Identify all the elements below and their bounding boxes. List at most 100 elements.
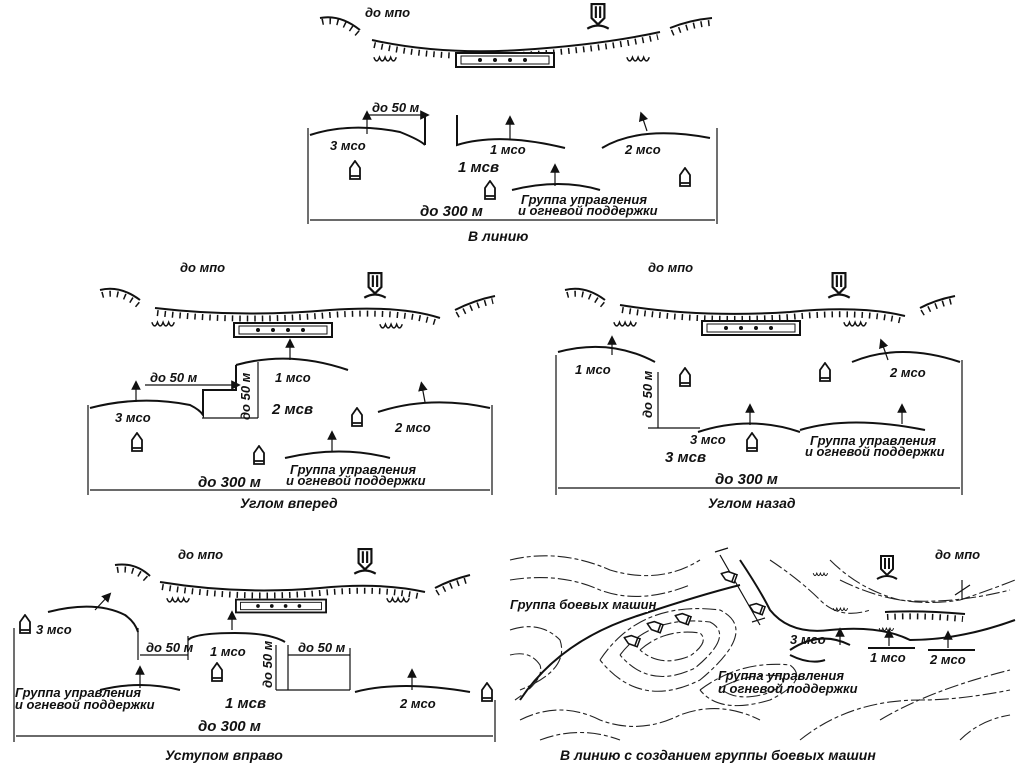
tank-icon	[353, 548, 377, 575]
vehicle-icon	[484, 180, 496, 200]
squad-2-label: 2 мсо	[394, 420, 431, 435]
enemy-label: до мпо	[365, 5, 410, 20]
tank-icon	[876, 555, 898, 580]
wire-obstacle-icon	[832, 607, 849, 612]
vehicle-icon	[351, 407, 363, 427]
width-label: до 300 м	[715, 471, 778, 488]
width-label: до 300 м	[198, 718, 261, 735]
vehicle-icon	[819, 362, 831, 382]
panel-wedge-back: до мпо 1 мсо до 50 м 2 мсо 3 мсо 3 мсв Г…	[555, 260, 963, 511]
enemy-label: до мпо	[180, 260, 225, 275]
vehicle-icon	[211, 662, 223, 682]
group-label-line2: и огневой поддержки	[718, 681, 858, 696]
gap-left-label: до 50 м	[146, 640, 194, 655]
squad-1-label: 1 мсо	[490, 142, 526, 157]
vehicle-icon	[673, 610, 692, 626]
vehicle-icon	[253, 445, 265, 465]
gap-h-label: до 50 м	[150, 370, 198, 385]
tank-icon	[363, 272, 387, 299]
terrain-contours	[509, 555, 1016, 741]
gap-v-label: до 50 м	[640, 370, 655, 418]
platoon-label: 1 мсв	[225, 695, 266, 712]
enemy-position: до мпо	[99, 260, 496, 338]
squad-1-label: 1 мсо	[575, 362, 611, 377]
vehicle-icon	[719, 568, 738, 584]
wire-obstacle-icon	[843, 321, 868, 327]
enemy-strongpoint	[455, 52, 555, 68]
squad-1-label: 1 мсо	[210, 644, 246, 659]
group-label-line2: и огневой поддержки	[15, 697, 155, 712]
aircraft-icon	[954, 580, 971, 600]
tank-icon	[586, 3, 610, 30]
group-label-line1: Группа управления	[718, 668, 844, 683]
enemy-label: до мпо	[648, 260, 693, 275]
group-label-line2: и огневой поддержки	[805, 444, 945, 459]
enemy-label: до мпо	[178, 547, 223, 562]
caption: Углом вперед	[240, 495, 338, 511]
group-label-line1: Группа управления	[290, 462, 416, 477]
caption: Уступом вправо	[165, 747, 283, 763]
squad-3-label: 3 мсо	[115, 410, 151, 425]
squad-2-label: 2 мсо	[889, 365, 926, 380]
group-label-line2: и огневой поддержки	[518, 203, 658, 218]
vehicle-icon	[746, 432, 758, 452]
wire-obstacle-icon	[166, 597, 191, 603]
platoon-label: 1 мсв	[458, 159, 499, 176]
wire-obstacle-icon	[379, 323, 404, 329]
group-label-line1: Группа управления	[15, 685, 141, 700]
enemy-position: до мпо	[564, 260, 956, 336]
gap-label: до 50 м	[372, 100, 420, 115]
platoon-label: 2 мсв	[271, 401, 313, 418]
wire-obstacle-icon	[373, 56, 398, 62]
squad-3-label: 3 мсо	[790, 632, 826, 647]
squad-3-label: 3 мсо	[690, 432, 726, 447]
wire-obstacle-icon	[878, 627, 895, 632]
wire-obstacle-icon	[626, 56, 651, 62]
vehicle-icon	[19, 614, 31, 634]
wire-obstacle-icon	[386, 597, 411, 603]
group-label-line1: Группа управления	[810, 433, 936, 448]
enemy-strongpoint	[700, 320, 802, 336]
width-label: до 300 м	[420, 203, 483, 220]
enemy-position: до мпо	[319, 3, 713, 68]
wire-obstacle-icon	[613, 321, 638, 327]
width-label: до 300 м	[198, 474, 261, 491]
group-label-line1: Группа управления	[521, 192, 647, 207]
combat-group-label: Группа боевых машин	[510, 597, 657, 612]
squad-2-label: 2 мсо	[399, 696, 436, 711]
gap-v-label: до 50 м	[238, 372, 253, 420]
vehicle-icon	[131, 432, 143, 452]
tank-icon	[827, 272, 851, 299]
panel-wedge-forward: до мпо до 50 м до 50 м 1 мсо 2 мсв 3 мсо…	[87, 260, 496, 511]
caption: В линию с созданием группы боевых машин	[560, 747, 876, 763]
vehicle-icon	[747, 600, 766, 616]
wire-obstacle-icon	[812, 572, 829, 577]
panel-line-with-combat-group: Группа боевых машин до мпо 3 мсо 1 мсо 2…	[508, 547, 1016, 763]
vehicle-icon	[622, 632, 641, 648]
enemy-strongpoint	[235, 598, 327, 614]
squad-1-label: 1 мсо	[870, 650, 906, 665]
vehicle-icon	[481, 682, 493, 702]
gap-v-label: до 50 м	[260, 640, 275, 688]
squad-2-label: 2 мсо	[624, 142, 661, 157]
vehicle-icon	[679, 167, 691, 187]
panel-line: до мпо до 50 м 3 мсо 1 мсо 2 мсо 1 мсв Г…	[307, 3, 718, 244]
squad-1-label: 1 мсо	[275, 370, 311, 385]
caption: Углом назад	[708, 495, 796, 511]
panel-echelon-right: до мпо 3 мсо до 50 м 1 мсо до 50 м до 50…	[13, 547, 496, 763]
gap-right-label: до 50 м	[298, 640, 346, 655]
squad-3-label: 3 мсо	[36, 622, 72, 637]
platoon-label: 3 мсв	[665, 449, 706, 466]
squad-3-label: 3 мсо	[330, 138, 366, 153]
vehicle-icon	[679, 367, 691, 387]
vehicle-icon	[349, 160, 361, 180]
enemy-strongpoint	[232, 322, 334, 338]
enemy-label: до мпо	[935, 547, 980, 562]
group-label-line2: и огневой поддержки	[286, 473, 426, 488]
wire-obstacle-icon	[151, 321, 176, 327]
squad-2-label: 2 мсо	[929, 652, 966, 667]
caption: В линию	[468, 228, 528, 244]
enemy-position: до мпо	[114, 547, 471, 614]
